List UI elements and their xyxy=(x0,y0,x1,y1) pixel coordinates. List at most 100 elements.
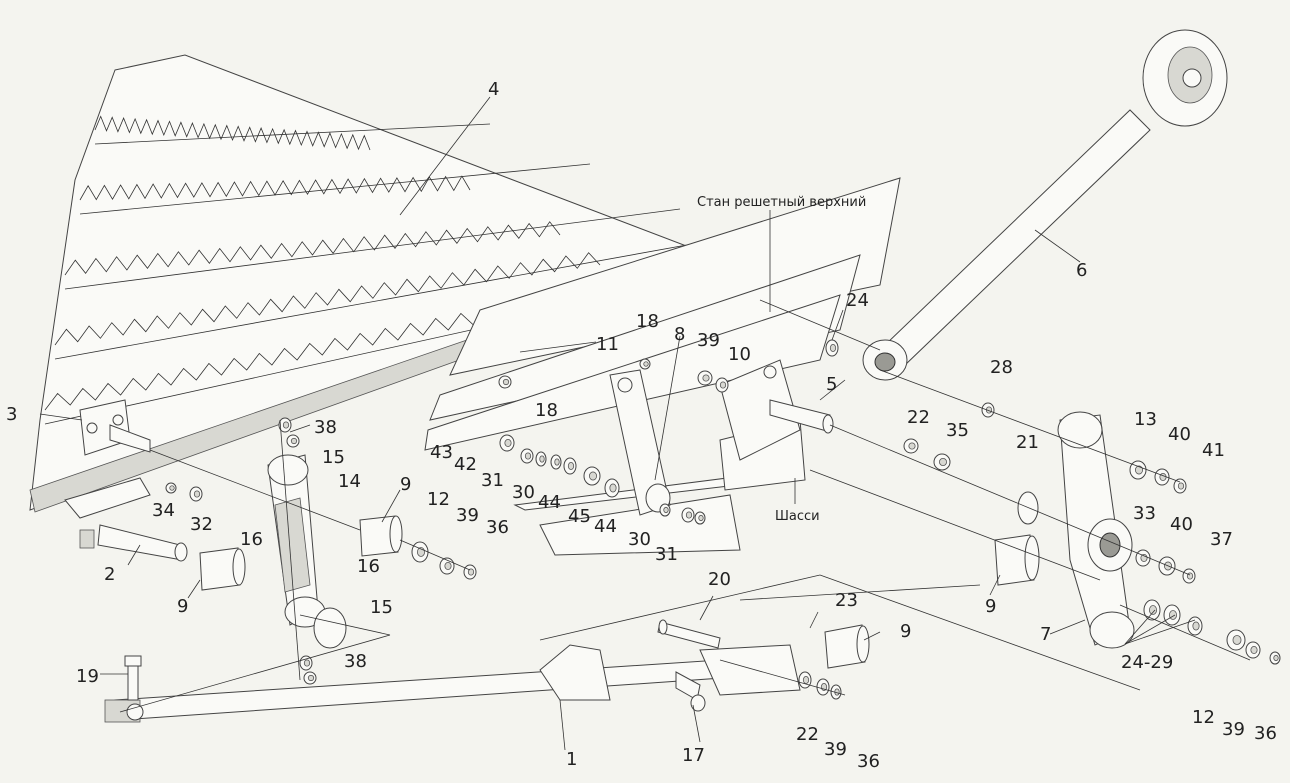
callout-32: 32 xyxy=(190,514,213,535)
washer-hole xyxy=(504,438,512,447)
caption-chassis: Шасси xyxy=(775,509,820,524)
washer-hole xyxy=(1232,635,1242,645)
callout-5: 5 xyxy=(826,374,837,395)
callout-18-lower: 18 xyxy=(535,400,558,421)
sieve-rail xyxy=(79,163,591,215)
callout-15-lower: 15 xyxy=(370,597,393,618)
connecting-rod-14 xyxy=(267,454,347,649)
washer-hole xyxy=(698,514,704,522)
callout-28: 28 xyxy=(990,357,1013,378)
washer-hole xyxy=(685,511,693,519)
washer-hole xyxy=(193,490,201,498)
callout-9-left: 9 xyxy=(177,596,188,617)
sieve-rail xyxy=(64,208,681,290)
callout-39-center: 39 xyxy=(456,505,479,526)
callout-39-right: 39 xyxy=(1222,719,1245,740)
callout-31-left: 31 xyxy=(481,470,504,491)
callout-42: 42 xyxy=(454,454,477,475)
callout-12-center: 12 xyxy=(427,489,450,510)
leader-lines xyxy=(39,96,1196,751)
callout-38-upper: 38 xyxy=(314,417,337,438)
callout-7: 7 xyxy=(1040,624,1051,645)
washer-hole xyxy=(802,676,810,685)
washer-hole xyxy=(908,442,916,450)
callout-44-left: 44 xyxy=(538,492,561,513)
assembly-axes xyxy=(119,299,1251,713)
callout-16-left: 16 xyxy=(240,529,263,550)
washer-hole xyxy=(307,674,315,682)
callout-38-lower: 38 xyxy=(344,651,367,672)
bushing-9-lower xyxy=(824,624,870,669)
callout-9-lower: 9 xyxy=(900,621,911,642)
callout-41: 41 xyxy=(1202,440,1225,461)
callout-4: 4 xyxy=(488,79,499,100)
callout-2: 2 xyxy=(104,564,115,585)
bushing-9-center xyxy=(359,515,403,557)
callout-17: 17 xyxy=(682,745,705,766)
pin-20 xyxy=(657,619,721,649)
sieve-rail xyxy=(54,238,721,360)
callout-33: 33 xyxy=(1133,503,1156,524)
washer-hole xyxy=(1250,646,1258,655)
washer-hole xyxy=(702,374,710,382)
caption-upper-sieve-frame: Стан решетный верхний xyxy=(697,195,866,210)
washer-hole xyxy=(719,381,727,389)
callout-24: 24 xyxy=(846,290,869,311)
washer-hole xyxy=(444,562,452,571)
bushing-9-left xyxy=(199,547,246,591)
washer-hole xyxy=(589,471,598,481)
callout-36-center: 36 xyxy=(486,517,509,538)
bolt-19 xyxy=(124,655,142,701)
callout-11: 11 xyxy=(596,334,619,355)
callout-20: 20 xyxy=(708,569,731,590)
washer-hole xyxy=(1169,610,1178,620)
lever-7 xyxy=(1017,411,1135,649)
callout-24-29: 24-29 xyxy=(1121,652,1173,673)
rod-1 xyxy=(104,644,801,723)
callout-1: 1 xyxy=(566,749,577,770)
callout-14: 14 xyxy=(338,471,361,492)
washer-hole xyxy=(467,568,475,576)
callout-43: 43 xyxy=(430,442,453,463)
callout-13: 13 xyxy=(1134,409,1157,430)
washer-hole xyxy=(643,361,649,367)
callout-30-right: 30 xyxy=(628,529,651,550)
bushing-9-right xyxy=(994,534,1040,586)
pin-17 xyxy=(675,671,706,712)
callout-39-upper: 39 xyxy=(697,330,720,351)
callout-numbers: 1 2 3 4 5 6 7 8 9 9 9 9 10 11 12 12 13 1… xyxy=(6,79,1277,772)
callout-9-right: 9 xyxy=(985,596,996,617)
callout-36-right: 36 xyxy=(1254,723,1277,744)
callout-30-left: 30 xyxy=(512,482,535,503)
washer-hole xyxy=(524,452,532,460)
callout-23: 23 xyxy=(835,590,858,611)
callout-3: 3 xyxy=(6,404,17,425)
sieve-tooth-row xyxy=(64,221,561,276)
washer-hole xyxy=(1135,465,1144,475)
callout-31-right: 31 xyxy=(655,544,678,565)
washer-hole xyxy=(939,457,948,466)
sieve-tooth-row xyxy=(54,252,601,346)
callout-16-right: 16 xyxy=(357,556,380,577)
bracket-3 xyxy=(79,399,151,456)
callout-10: 10 xyxy=(728,344,751,365)
shaft-2 xyxy=(79,524,188,562)
callout-9-center: 9 xyxy=(400,474,411,495)
sieve-rail xyxy=(94,123,491,145)
washer-hole xyxy=(554,458,560,466)
washer-hole xyxy=(829,343,837,352)
washer-hole xyxy=(1177,482,1185,490)
washer-hole xyxy=(663,506,669,514)
washer-hole xyxy=(609,483,617,493)
callout-35: 35 xyxy=(946,420,969,441)
callout-40-lower: 40 xyxy=(1170,514,1193,535)
callout-34: 34 xyxy=(152,500,175,521)
washer-hole xyxy=(290,437,298,445)
washer-hole xyxy=(282,421,290,429)
callout-22-upper: 22 xyxy=(907,407,930,428)
washer-hole xyxy=(1273,654,1279,662)
callout-18-upper: 18 xyxy=(636,311,659,332)
callout-39-lower: 39 xyxy=(824,739,847,760)
washer-hole xyxy=(539,455,545,463)
washer-hole xyxy=(1149,605,1158,615)
